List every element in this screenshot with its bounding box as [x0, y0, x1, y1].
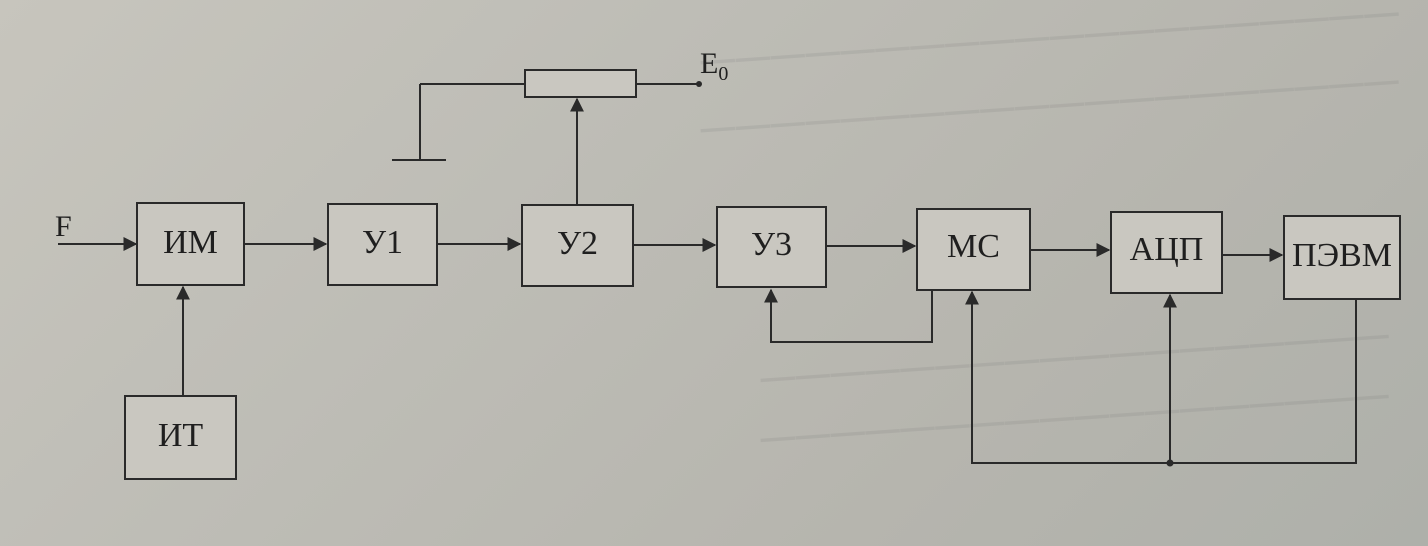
potentiometer	[524, 69, 637, 98]
block-u2: У2	[521, 204, 634, 287]
block-u3: У3	[716, 206, 827, 288]
arrow-pc-to-ms	[965, 290, 1357, 464]
block-u1-label: У1	[362, 224, 403, 261]
block-it-label: ИТ	[158, 417, 204, 454]
block-ms-label: МС	[947, 228, 1000, 265]
block-pc: ПЭВМ	[1283, 215, 1401, 300]
block-u2-label: У2	[557, 225, 598, 262]
block-im-label: ИМ	[163, 224, 218, 261]
block-adc: АЦП	[1110, 211, 1223, 294]
block-u1: У1	[327, 203, 438, 286]
block-adc-label: АЦП	[1130, 231, 1204, 268]
block-ms: МС	[916, 208, 1031, 291]
block-it: ИТ	[124, 395, 237, 480]
block-u3-label: У3	[751, 226, 792, 263]
e0-terminal-dot	[696, 81, 702, 87]
arrow-ms-feedback-to-u3	[764, 288, 933, 343]
block-im: ИМ	[136, 202, 245, 286]
label-input: F	[55, 210, 72, 243]
bus-junction-dot	[1166, 459, 1174, 467]
block-pc-label: ПЭВМ	[1292, 237, 1392, 274]
label-e0: E0	[700, 47, 728, 85]
